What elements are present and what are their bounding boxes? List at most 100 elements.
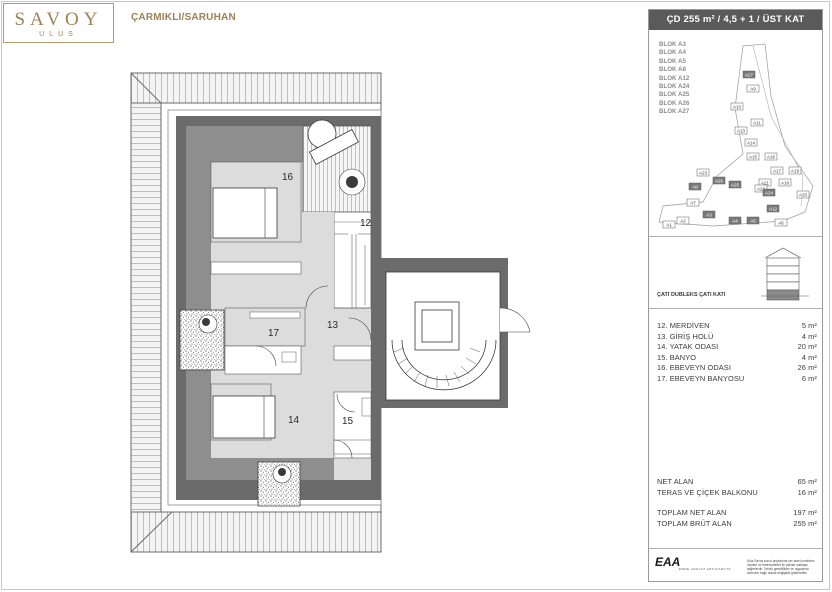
site-block-label: A27 [745,73,754,78]
site-block-label: A3 [706,213,712,218]
site-block-label: A12 [769,207,778,212]
total-row: TOPLAM BRÜT ALAN 255 m² [657,519,817,530]
site-block-marker [728,216,742,225]
room-name: 16. EBEVEYN ODASI [657,363,731,372]
room-area: 4 m² [801,352,817,362]
site-block-label: A21 [761,181,770,186]
site-block-marker [712,176,726,185]
section-diagram [761,247,809,301]
site-block-label: A15 [749,155,758,160]
room-row: 12. MERDİVEN 5 m² [657,321,817,332]
room-name: 14. YATAK ODASI [657,342,719,351]
site-block-marker [702,210,716,219]
total-name: TOPLAM NET ALAN [657,508,727,517]
block-item: BLOK A27 [659,108,690,116]
site-block-marker [696,168,710,177]
site-block-label: A7 [690,201,696,206]
site-block-label: A22 [757,187,766,192]
section-label: ÇATI DUBLEKS ÇATI KATI [657,292,726,298]
room-list: 12. MERDİVEN 5 m² 13. GİRİŞ HOLÜ 4 m² 14. … [657,321,817,384]
area-name: TERAS VE ÇİÇEK BALKONU [657,487,758,497]
site-block-marker [688,182,702,191]
site-block-label: A16 [767,155,776,160]
site-block-marker [662,220,676,229]
site-block-label: A13 [737,129,746,134]
site-block-label: A8 [692,185,698,190]
block-item: BLOK A26 [659,99,690,107]
site-block-marker [734,126,748,135]
location-title: ÇARMIKLI/SARUHAN [131,12,236,23]
room-row: 15. BANYO 4 m² [657,353,817,364]
site-block-marker [686,198,700,207]
site-block-label: A4 [732,219,738,224]
block-item: BLOK A8 [659,66,686,74]
block-item: BLOK A3 [659,41,686,48]
site-block-label: A10 [733,105,742,110]
panel-divider [649,548,822,549]
site-block-label: A11 [753,121,761,126]
architect-logo: EAA [655,555,681,569]
room-area: 26 m² [797,363,817,372]
site-block-label: A24 [765,191,774,196]
room-area: 4 m² [801,331,817,341]
room-name: 13. GİRİŞ HOLÜ [657,331,714,341]
area-row: TERAS VE ÇİÇEK BALKONU 16 m² [657,488,817,499]
site-block-label: A1 [666,223,672,228]
site-block-label: A6 [778,221,784,226]
room-area: 20 m² [797,342,817,351]
room-area: 5 m² [801,321,817,330]
site-block-marker [676,216,690,225]
area-name: NET ALAN [657,477,694,486]
block-item: BLOK A5 [659,57,686,65]
site-block-label: A23 [699,171,708,176]
total-row: TOPLAM NET ALAN 197 m² [657,508,817,519]
site-block-marker [744,138,758,147]
total-value: 197 m² [793,508,817,517]
room-row: 16. EBEVEYN ODASI 26 m² [657,363,817,374]
room-name: 12. MERDİVEN [657,321,710,330]
total-name: TOPLAM BRÜT ALAN [657,518,732,528]
area-value: 65 m² [797,477,817,486]
net-area-list: NET ALAN 65 m² TERAS VE ÇİÇEK BALKONU 16 m… [657,477,817,498]
site-block-marker [796,190,810,199]
block-item: BLOK A25 [659,91,690,99]
site-block-label: A26 [715,179,724,184]
site-block-label: A5 [750,219,756,224]
site-block-marker [730,102,744,111]
area-row: NET ALAN 65 m² [657,477,817,488]
site-block-marker [770,166,784,175]
total-value: 255 m² [793,518,817,528]
block-item: BLOK A12 [659,74,690,82]
site-block-marker [750,118,764,127]
room-name: 17. EBEVEYN BANYOSU [657,373,745,383]
room-name: 15. BANYO [657,352,697,362]
panel-divider [649,236,822,237]
site-block-marker [746,216,760,225]
panel-divider [649,308,822,309]
info-panel: ÇD 255 m² / 4,5 + 1 / ÜST KAT BLOK A3 BL… [648,9,823,582]
savoy-logo: SAVOY ULUS [3,3,114,43]
site-block-label: A14 [747,141,756,146]
room-row: 13. GİRİŞ HOLÜ 4 m² [657,332,817,343]
room-row: 14. YATAK ODASI 20 m² [657,342,817,353]
site-block-label: A9 [750,87,756,92]
disclaimer-text: Ulus Savoy konut projesinde yer alan kon… [747,559,815,575]
total-area-list: TOPLAM NET ALAN 197 m² TOPLAM BRÜT ALAN 25… [657,508,817,529]
site-block-label: A2 [680,219,686,224]
site-block-label: A19 [791,169,800,174]
site-block-marker [746,84,760,93]
site-block-label: A18 [781,181,790,186]
site-block-label: A17 [773,169,782,174]
block-list: BLOK A3 BLOK A4 BLOK A5 BLOK A8 BLOK A12… [659,41,689,117]
architect-subtitle: EMRE AROLAT ARCHITECTS [679,567,731,571]
site-block-label: A25 [731,183,740,188]
block-item: BLOK A4 [659,49,686,57]
area-value: 16 m² [797,487,817,497]
unit-title: ÇD 255 m² / 4,5 + 1 / ÜST KAT [649,10,822,30]
site-block-marker [778,178,792,187]
site-block-marker [742,70,756,79]
block-item: BLOK A24 [659,83,690,91]
